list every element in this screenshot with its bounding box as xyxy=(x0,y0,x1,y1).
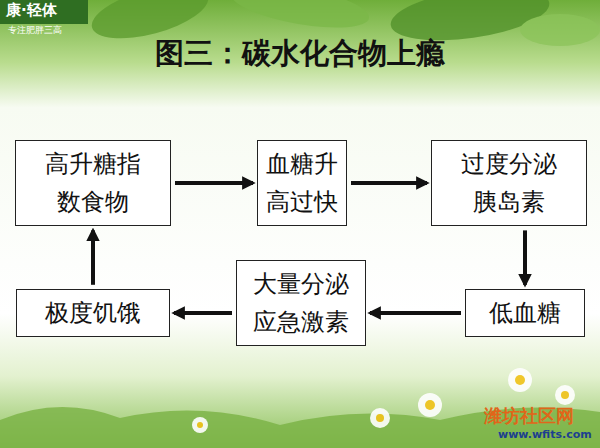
flow-arrow xyxy=(523,230,527,284)
box-text: 低血糖 xyxy=(489,294,561,332)
flow-arrow xyxy=(351,181,427,185)
box-text: 高升糖指 数食物 xyxy=(21,145,165,222)
box-text: 极度饥饿 xyxy=(45,294,141,332)
flow-arrow xyxy=(175,181,253,185)
box-text: 血糖升 高过快 xyxy=(263,145,341,222)
flow-arrow xyxy=(174,311,232,315)
logo-plate xyxy=(0,0,88,24)
process-box: 极度饥饿 xyxy=(16,289,170,337)
daisies xyxy=(192,368,575,433)
process-box: 低血糖 xyxy=(465,289,585,337)
process-box: 高升糖指 数食物 xyxy=(15,140,171,227)
logo-text: 康·轻体 xyxy=(6,1,57,20)
title: 图三：碳水化合物上瘾 xyxy=(0,34,600,74)
watermark-url: www.wfits.com xyxy=(498,428,592,441)
watermark: 潍坊社区网 xyxy=(484,404,574,428)
box-text: 过度分泌 胰岛素 xyxy=(437,145,581,222)
box-text: 大量分泌 应急激素 xyxy=(242,265,360,342)
flow-arrow xyxy=(370,311,461,315)
process-box: 过度分泌 胰岛素 xyxy=(431,140,587,227)
flow-arrow xyxy=(91,230,95,284)
process-box: 血糖升 高过快 xyxy=(257,140,347,227)
process-box: 大量分泌 应急激素 xyxy=(236,260,366,347)
logo-tagline: 专注肥胖三高 xyxy=(8,24,62,37)
